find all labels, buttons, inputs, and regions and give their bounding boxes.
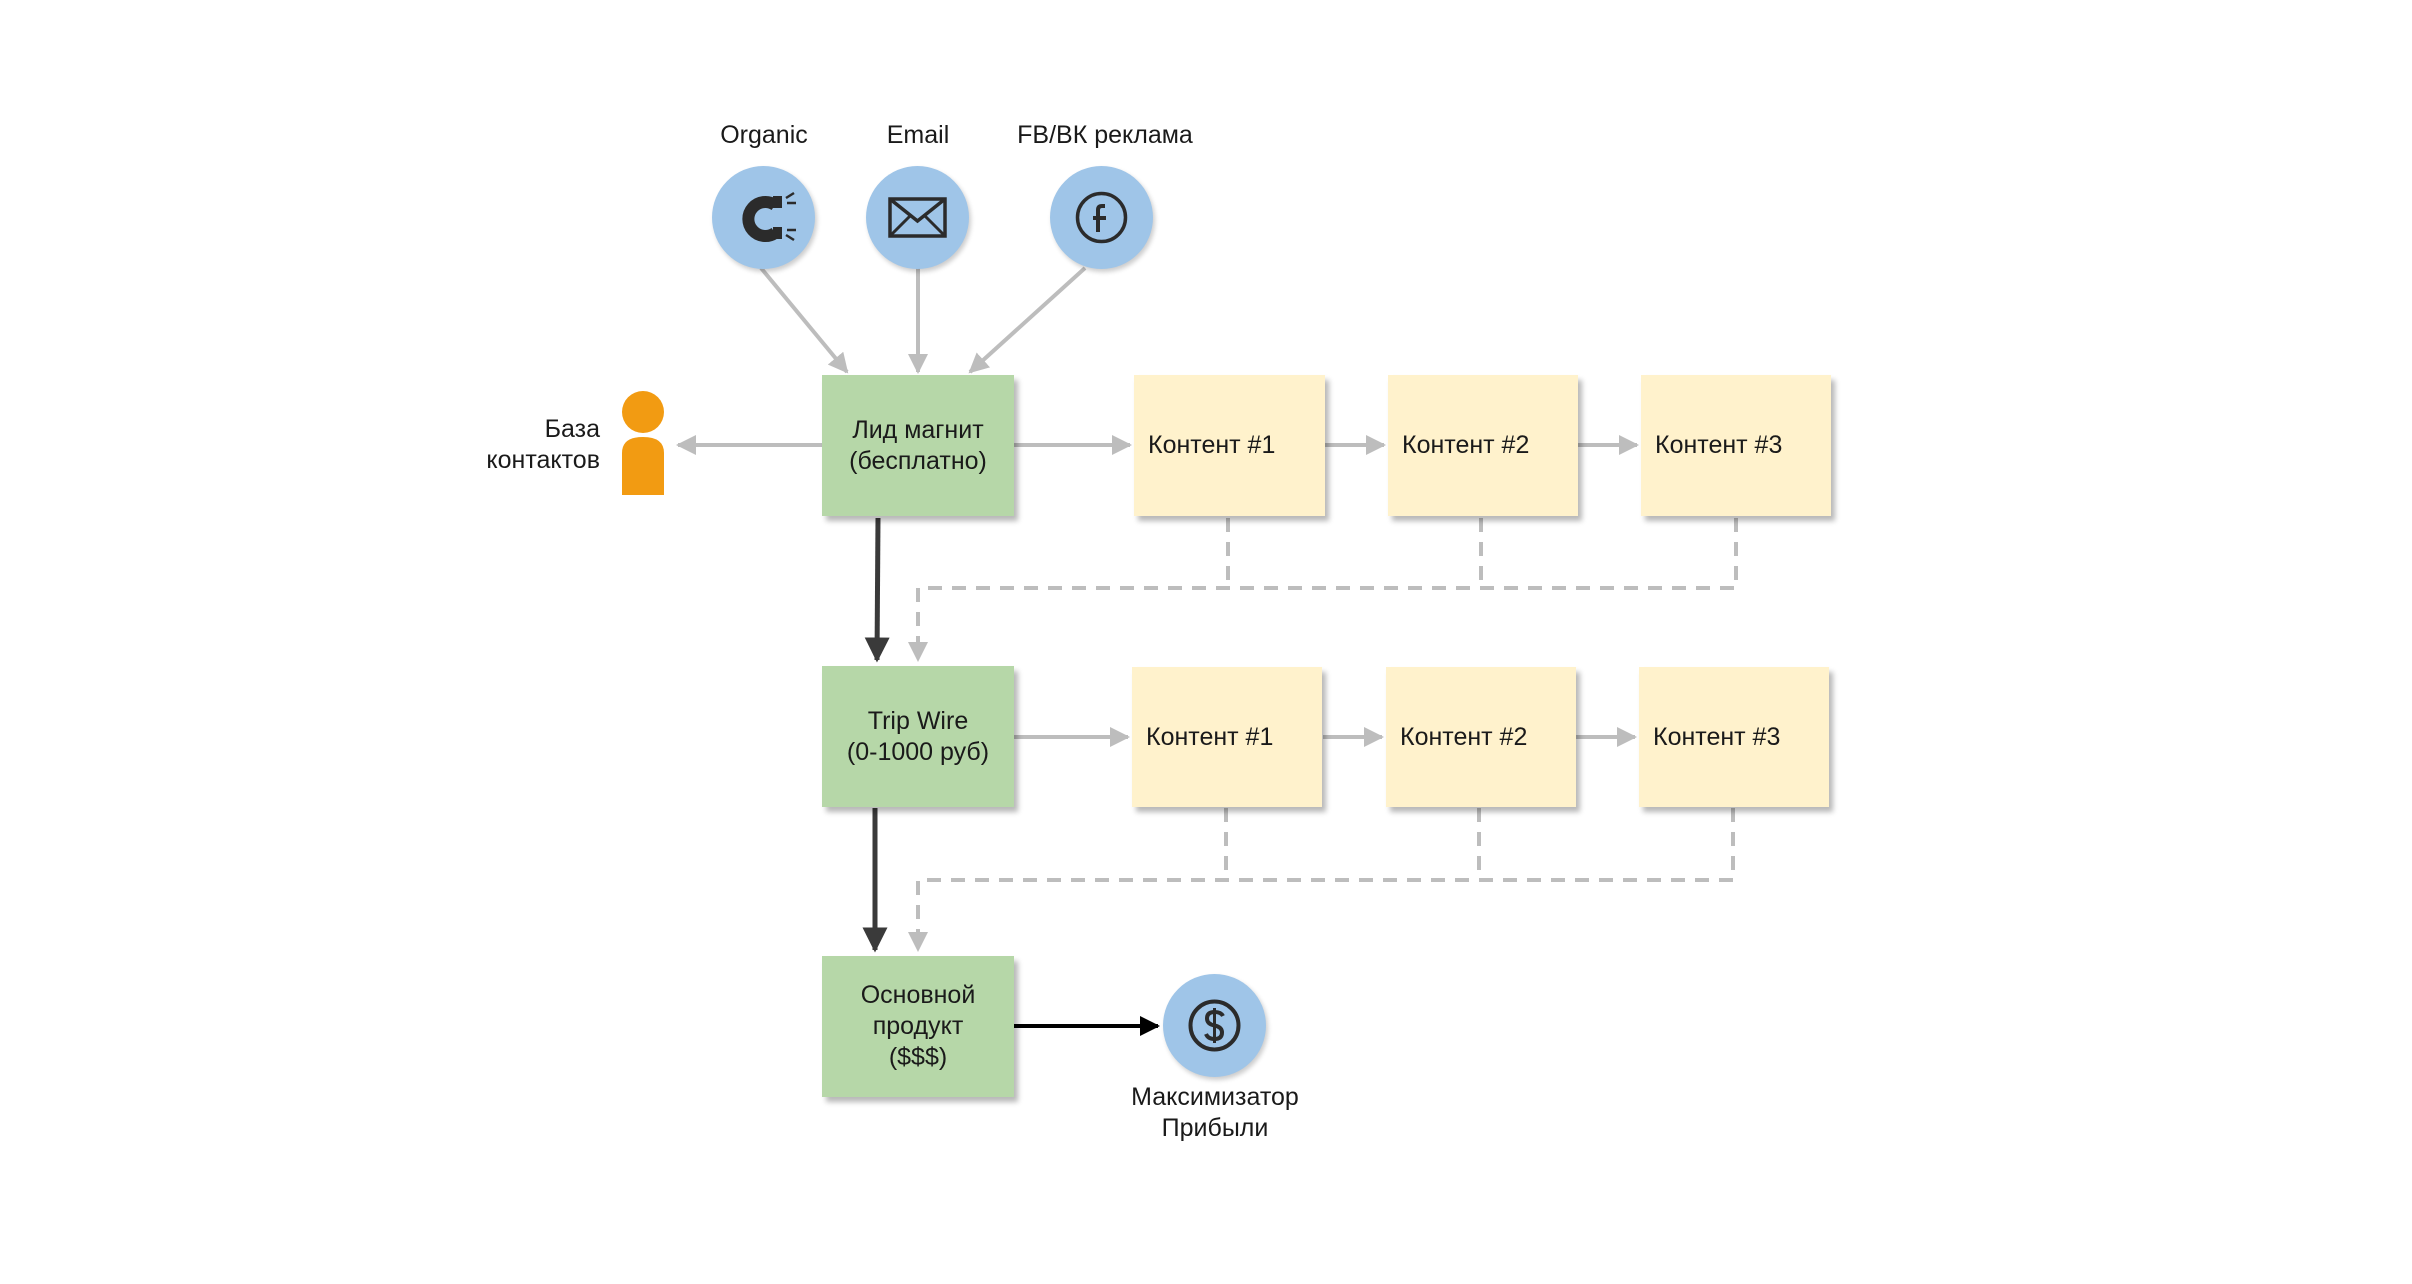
content-label: Контент #1 bbox=[1148, 431, 1276, 459]
dollar-icon bbox=[1188, 999, 1241, 1052]
source-email bbox=[866, 166, 969, 269]
content-row1-item-1: Контент #1 bbox=[1134, 375, 1325, 516]
core-product-line2: продукт bbox=[872, 1012, 964, 1040]
lead-magnet-price: (бесплатно) bbox=[849, 446, 987, 475]
person-icon bbox=[622, 391, 664, 495]
source-ads bbox=[1050, 166, 1153, 269]
tripwire-title: Trip Wire bbox=[867, 706, 969, 735]
source-label-organic: Organic bbox=[720, 121, 808, 149]
maximizer-label-line1: Максимизатор bbox=[1131, 1083, 1299, 1111]
feedback-dashed-row1 bbox=[908, 518, 1738, 662]
core-product-price: ($$$) bbox=[888, 1043, 948, 1071]
source-arrows bbox=[759, 266, 1087, 374]
tripwire-price: (0-1000 руб) bbox=[846, 737, 990, 766]
contacts-label: База контактов bbox=[466, 414, 600, 476]
content-label: Контент #2 bbox=[1402, 431, 1530, 459]
contacts-label-line2: контактов bbox=[486, 446, 600, 474]
content-label: Контент #1 bbox=[1146, 722, 1274, 751]
content-label: Контент #3 bbox=[1655, 431, 1783, 459]
lead-magnet-box: Лид магнит (бесплатно) bbox=[822, 375, 1014, 516]
content-row1-item-3: Контент #3 bbox=[1641, 375, 1831, 516]
maximizer-label: Максимизатор Прибыли bbox=[1096, 1082, 1334, 1144]
core-product-line1: Основной bbox=[860, 981, 976, 1009]
content-row2-item-3: Контент #3 bbox=[1639, 667, 1829, 807]
contacts-label-line1: База bbox=[544, 415, 600, 443]
envelope-icon bbox=[888, 197, 947, 238]
content-row2-item-1: Контент #1 bbox=[1132, 667, 1322, 807]
magnet-icon bbox=[742, 191, 796, 242]
content-label: Контент #3 bbox=[1653, 722, 1781, 751]
tripwire-box: Trip Wire (0-1000 руб) bbox=[822, 666, 1014, 807]
profit-maximizer bbox=[1163, 974, 1266, 1077]
feedback-dashed-row2 bbox=[908, 808, 1735, 952]
source-label-ads: FB/ВК реклама bbox=[1017, 121, 1193, 149]
content-label: Контент #2 bbox=[1400, 722, 1528, 751]
lead-magnet-title: Лид магнит bbox=[852, 415, 984, 444]
content-row2-item-2: Контент #2 bbox=[1386, 667, 1576, 807]
content-row1-item-2: Контент #2 bbox=[1388, 375, 1578, 516]
facebook-icon bbox=[1075, 191, 1128, 244]
maximizer-label-line2: Прибыли bbox=[1161, 1114, 1269, 1142]
core-product-box: Основной продукт ($$$) bbox=[822, 956, 1014, 1097]
source-label-email: Email bbox=[886, 121, 950, 149]
arrow-lead-to-tripwire bbox=[864, 517, 890, 663]
source-organic bbox=[712, 166, 815, 269]
